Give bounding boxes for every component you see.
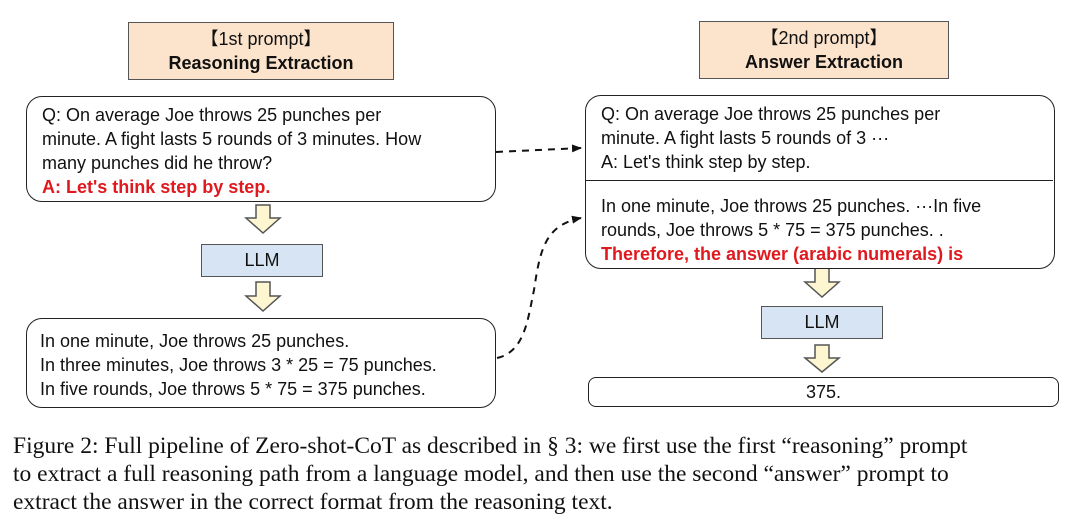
reasoning-line: In one minute, Joe throws 25 punches. ··… [601,196,982,216]
first-prompt-tag: 【1st prompt】 [200,29,322,49]
llm-label: LLM [244,250,280,270]
final-answer: 375. [805,382,842,402]
reasoning-trigger: A: Let's think step by step. [42,177,271,197]
answer-prompt-question: Q: On average Joe throws 25 punches per … [601,102,940,174]
second-prompt-tag: 【2nd prompt】 [760,28,888,48]
caption-line: extract the answer in the correct format… [13,489,613,515]
down-arrow-icon [802,344,842,373]
question-line: minute. A fight lasts 5 rounds of 3 ··· [601,128,890,148]
down-arrow-icon [244,281,282,313]
question-box: Q: On average Joe throws 25 punches per … [26,96,496,202]
final-answer-box: 375. [588,377,1059,407]
prompt-divider [586,180,1053,181]
question-connector-arrow [495,144,582,153]
llm-box: LLM [761,306,883,339]
reasoning-line: In three minutes, Joe throws 3 * 25 = 75… [40,355,437,375]
question-line: many punches did he throw? [42,153,273,173]
down-arrow-icon [244,204,282,235]
figure-caption: Figure 2: Full pipeline of Zero-shot-CoT… [13,432,967,516]
reasoning-connector-arrow [496,215,582,359]
llm-box: LLM [201,244,323,277]
reasoning-extraction-title: Reasoning Extraction [168,53,354,73]
answer-extraction-title: Answer Extraction [744,52,904,72]
question-line: Q: On average Joe throws 25 punches per [601,104,941,124]
first-prompt-header: 【1st prompt】 Reasoning Extraction [128,22,394,80]
second-prompt-header: 【2nd prompt】 Answer Extraction [699,21,949,79]
reasoning-output-box: In one minute, Joe throws 25 punches. In… [26,318,496,408]
reasoning-line: In one minute, Joe throws 25 punches. [40,331,350,351]
answer-trigger: Therefore, the answer (arabic numerals) … [601,244,964,264]
question-line: Q: On average Joe throws 25 punches per [42,105,382,125]
down-arrow-icon [803,267,841,299]
reasoning-line: rounds, Joe throws 5 * 75 = 375 punches.… [601,220,944,240]
reasoning-line: In five rounds, Joe throws 5 * 75 = 375 … [40,379,426,399]
llm-label: LLM [804,312,840,332]
question-line: minute. A fight lasts 5 rounds of 3 minu… [42,129,422,149]
caption-line: Figure 2: Full pipeline of Zero-shot-CoT… [13,433,968,459]
caption-line: to extract a full reasoning path from a … [13,461,949,487]
answer-prompt-box: Q: On average Joe throws 25 punches per … [585,95,1055,269]
question-line: A: Let's think step by step. [601,152,811,172]
answer-prompt-reasoning: In one minute, Joe throws 25 punches. ··… [601,194,981,266]
